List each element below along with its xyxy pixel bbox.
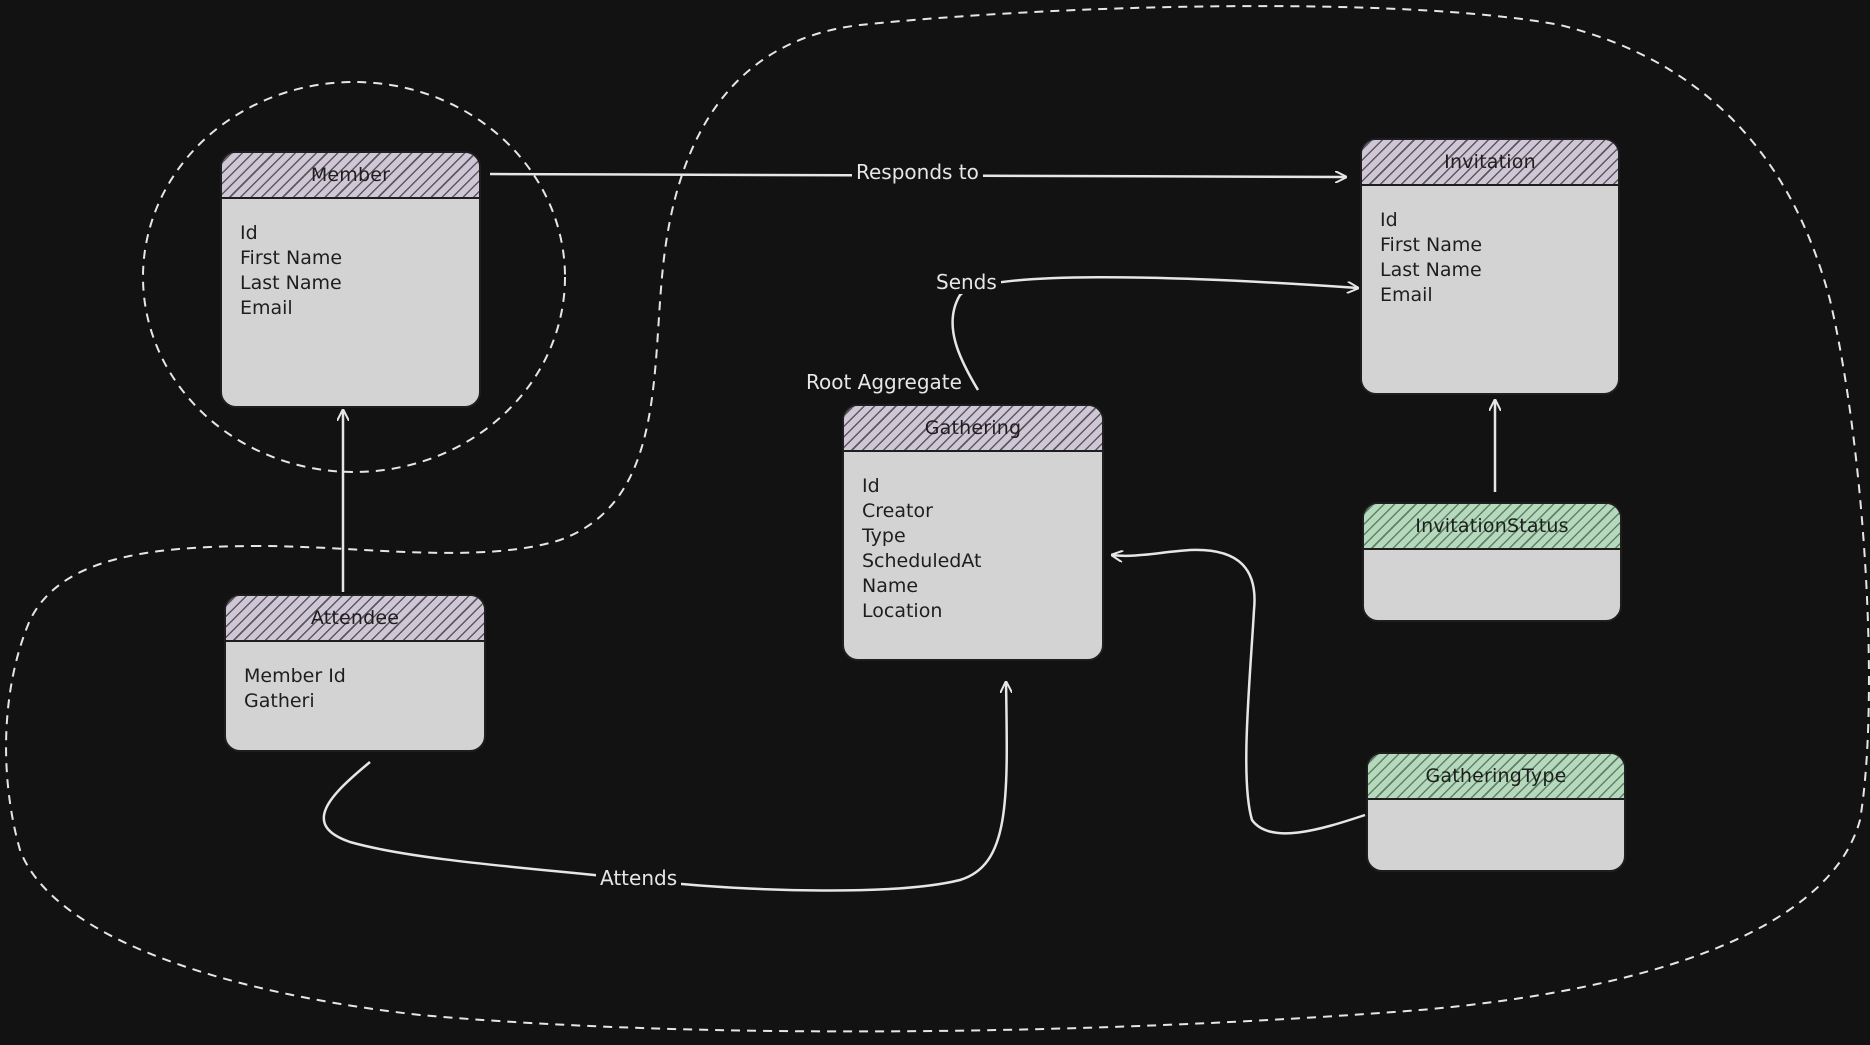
field-item: Id <box>1380 209 1398 231</box>
entity-header: Invitation <box>1362 140 1618 186</box>
root-aggregate-annotation: Root Aggregate <box>806 370 962 394</box>
member-boundary-circle <box>142 81 566 473</box>
field-list: Id Creator Type ScheduledAt Name Locatio… <box>844 452 1102 624</box>
entity-header: GatheringType <box>1368 754 1624 800</box>
field-item: Id <box>240 222 258 244</box>
invitation-entity[interactable]: Invitation Id First Name Last Name Email <box>1360 138 1620 395</box>
field-item: Location <box>862 600 943 622</box>
field-item: Last Name <box>240 272 342 294</box>
entity-title: Member <box>310 164 391 186</box>
invitation-status-entity[interactable]: InvitationStatus <box>1362 502 1622 622</box>
field-item: First Name <box>1380 234 1483 256</box>
gathering-entity[interactable]: Gathering Id Creator Type ScheduledAt Na… <box>842 404 1104 661</box>
entity-header: Gathering <box>844 406 1102 452</box>
attendee-entity[interactable]: Attendee Member Id Gatheri <box>224 594 486 752</box>
field-item: Email <box>1380 284 1433 306</box>
field-item: Last Name <box>1380 259 1482 281</box>
entity-title: Attendee <box>310 607 400 629</box>
attends-label: Attends <box>596 866 682 890</box>
field-item: Creator <box>862 500 933 522</box>
gathering-type-entity[interactable]: GatheringType <box>1366 752 1626 872</box>
type-to-gathering-connector <box>1112 548 1366 835</box>
field-list: Id First Name Last Name Email <box>222 199 479 321</box>
field-list: Id First Name Last Name Email <box>1362 186 1618 308</box>
field-item: ScheduledAt <box>862 550 982 572</box>
field-item: Type <box>862 525 906 547</box>
field-item: Member Id <box>244 665 346 687</box>
sends-connector <box>951 275 1358 391</box>
member-entity[interactable]: Member Id First Name Last Name Email <box>220 151 481 408</box>
entity-header: Attendee <box>226 596 484 642</box>
field-item: Gatheri <box>244 690 315 712</box>
entity-title: InvitationStatus <box>1415 515 1569 537</box>
field-item: Email <box>240 297 293 319</box>
field-item: Id <box>862 475 880 497</box>
entity-title: Invitation <box>1444 151 1536 173</box>
responds-to-label: Responds to <box>852 160 983 184</box>
field-item: First Name <box>240 247 343 269</box>
entity-title: GatheringType <box>1425 765 1567 787</box>
sends-label: Sends <box>932 270 1001 294</box>
entity-header: InvitationStatus <box>1364 504 1620 550</box>
entity-header: Member <box>222 153 479 199</box>
entity-title: Gathering <box>924 417 1022 439</box>
aggregate-boundary <box>5 5 1870 1033</box>
field-item: Name <box>862 575 919 597</box>
field-list: Member Id Gatheri <box>226 642 484 714</box>
